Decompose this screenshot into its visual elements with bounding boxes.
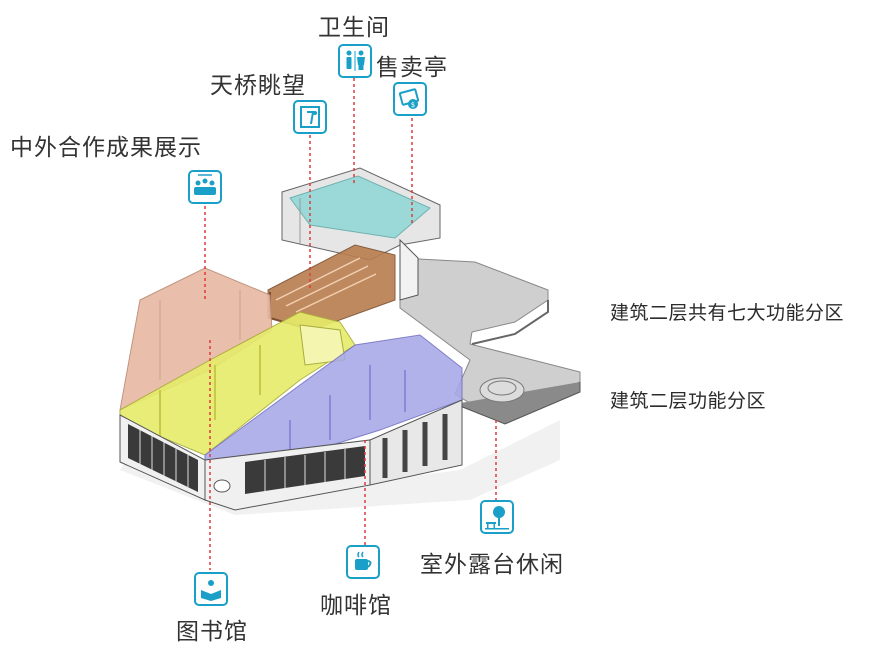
coffee-cup-icon (346, 545, 380, 579)
label-library: 图书馆 (176, 619, 248, 645)
label-cafe: 咖啡馆 (320, 593, 392, 619)
cafe-zone (204, 334, 463, 471)
reading-person-icon (194, 572, 228, 606)
side-caption-primary: 建筑二层共有七大功能分区 (610, 302, 845, 324)
label-toilet: 卫生间 (318, 15, 390, 41)
shopping-kiosk-icon: $ (393, 82, 427, 116)
restroom-icon (338, 44, 372, 78)
svg-text:$: $ (411, 101, 415, 109)
leader-lines (204, 78, 497, 570)
label-terrace: 室外露台休闲 (420, 552, 564, 578)
people-meeting-icon (188, 170, 222, 204)
label-kiosk: 售卖亭 (376, 55, 448, 81)
facade (119, 399, 463, 511)
toilet-kiosk-zone (281, 167, 441, 301)
label-exhibition: 中外合作成果展示 (10, 135, 202, 161)
bridge-view-zone (267, 244, 396, 331)
tree-bench-icon (480, 500, 514, 534)
side-caption-secondary: 建筑二层功能分区 (610, 390, 767, 412)
label-bridge-view: 天桥眺望 (210, 73, 306, 99)
terrace-zone (399, 257, 581, 425)
window-view-icon (293, 100, 327, 134)
